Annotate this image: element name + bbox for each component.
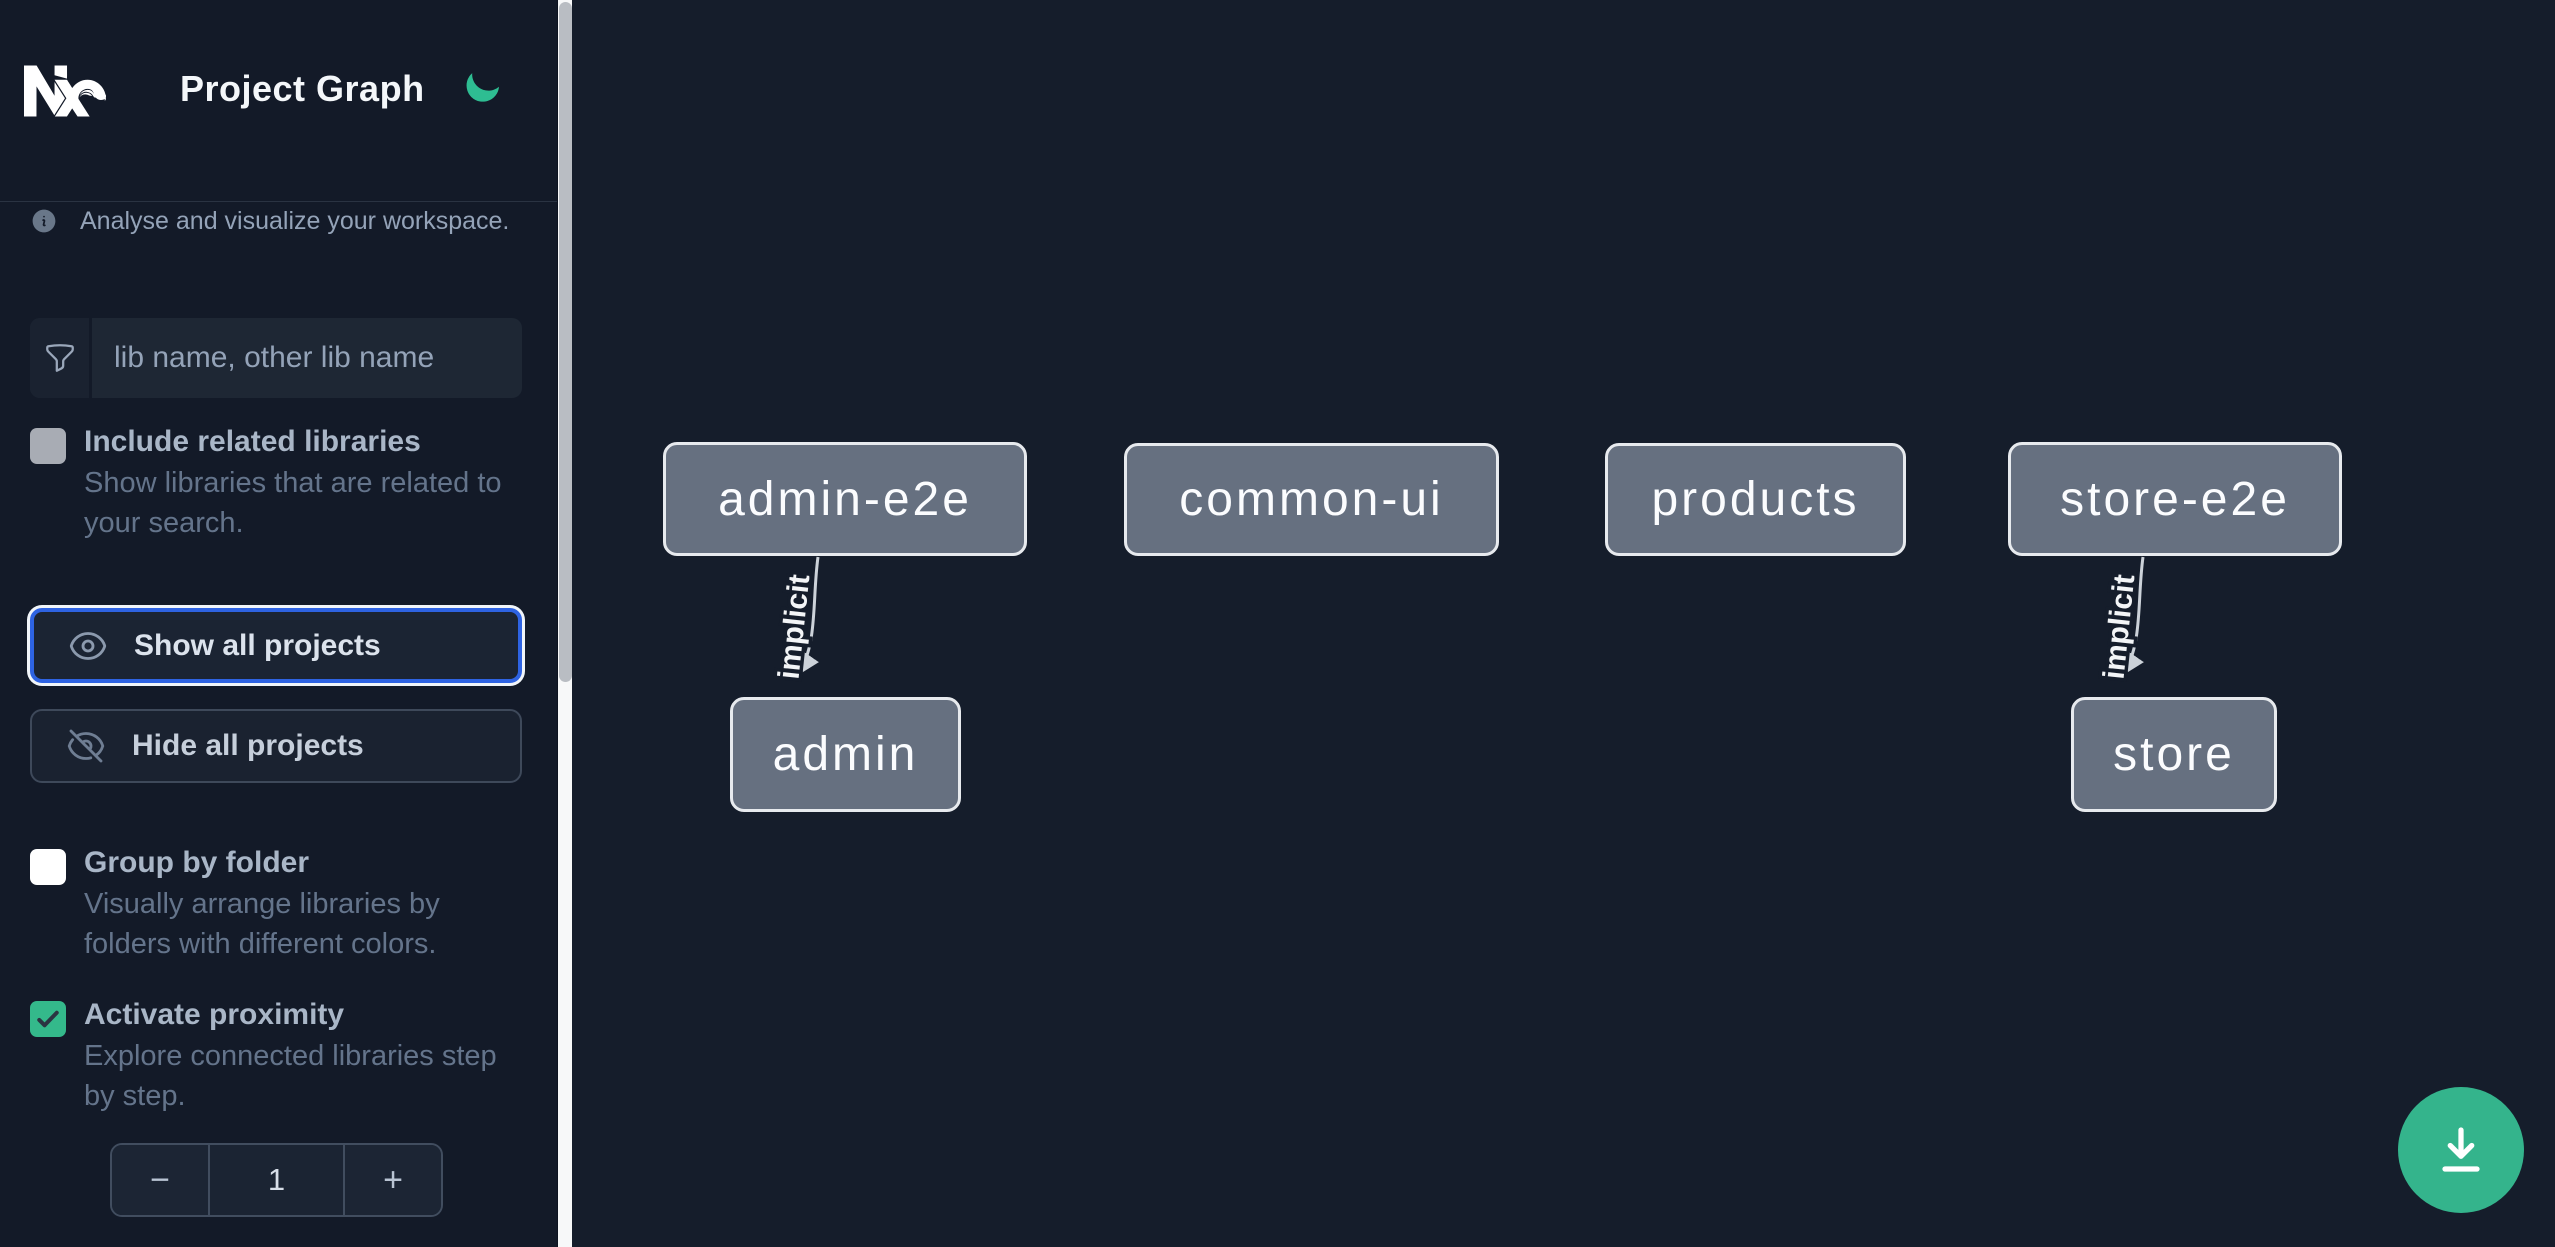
include-related-checkbox[interactable] (30, 428, 66, 464)
info-banner: Analyse and visualize your workspace. (30, 204, 509, 238)
group-by-folder-description: Visually arrange libraries by folders wi… (84, 888, 440, 960)
edge-admin-e2e-to-admin[interactable] (796, 556, 820, 676)
graph-node-admin[interactable]: admin (730, 697, 961, 812)
page-title: Project Graph (180, 68, 425, 109)
edge-store-e2e-to-store[interactable] (2121, 556, 2145, 676)
stepper-value[interactable]: 1 (208, 1145, 345, 1215)
info-banner-text: Analyse and visualize your workspace. (80, 206, 510, 235)
graph-node-store[interactable]: store (2071, 697, 2277, 812)
proximity-stepper: − 1 + (110, 1143, 443, 1217)
theme-toggle-button[interactable] (458, 64, 506, 112)
eye-icon (69, 631, 107, 660)
nx-logo-icon (24, 65, 106, 117)
graph-node-products[interactable]: products (1605, 443, 1906, 556)
sidebar-header: Project Graph (0, 0, 557, 202)
filter-icon-cell (30, 318, 92, 398)
stepper-increment-button[interactable]: + (345, 1145, 441, 1215)
activate-proximity-checkbox[interactable] (30, 1001, 66, 1037)
moon-icon (466, 72, 500, 102)
activate-proximity-description: Explore connected libraries step by step… (84, 1040, 497, 1112)
project-graph-canvas[interactable]: implicit implicit admin-e2e common-ui pr… (572, 0, 2555, 1247)
graph-node-common-ui[interactable]: common-ui (1124, 443, 1499, 556)
group-by-folder-label[interactable]: Group by folder (84, 846, 309, 879)
sidebar: Project Graph Analyse and visualize your… (0, 0, 557, 1247)
edge-label-implicit-store: implicit (2098, 573, 2142, 681)
edge-label-implicit-admin: implicit (773, 573, 817, 681)
show-all-projects-button[interactable]: Show all projects (30, 608, 522, 683)
info-icon (32, 209, 56, 233)
graph-edges-layer: implicit implicit (769, 556, 2145, 684)
graph-node-store-e2e[interactable]: store-e2e (2008, 442, 2342, 556)
option-group-by-folder: Group by folder Visually arrange librari… (30, 845, 534, 964)
activate-proximity-label[interactable]: Activate proximity (84, 998, 345, 1031)
checkmark-icon (37, 1010, 59, 1028)
sidebar-scrollbar-thumb[interactable] (559, 2, 572, 682)
graph-node-admin-e2e[interactable]: admin-e2e (663, 442, 1027, 556)
funnel-icon (45, 344, 74, 372)
eye-off-icon (67, 729, 105, 763)
show-all-projects-label: Show all projects (134, 628, 381, 662)
include-related-label[interactable]: Include related libraries (84, 425, 421, 458)
sidebar-scrollbar-track[interactable] (557, 0, 572, 1247)
download-icon (2442, 1127, 2480, 1172)
group-by-folder-checkbox[interactable] (30, 849, 66, 885)
hide-all-projects-button[interactable]: Hide all projects (30, 709, 522, 783)
search-box (30, 318, 522, 398)
hide-all-projects-label: Hide all projects (132, 729, 364, 762)
include-related-description: Show libraries that are related to your … (84, 467, 502, 539)
download-graph-button[interactable] (2398, 1087, 2524, 1213)
search-input[interactable] (92, 318, 522, 398)
option-include-related: Include related libraries Show libraries… (30, 424, 534, 543)
option-activate-proximity: Activate proximity Explore connected lib… (30, 997, 534, 1116)
stepper-decrement-button[interactable]: − (112, 1145, 208, 1215)
